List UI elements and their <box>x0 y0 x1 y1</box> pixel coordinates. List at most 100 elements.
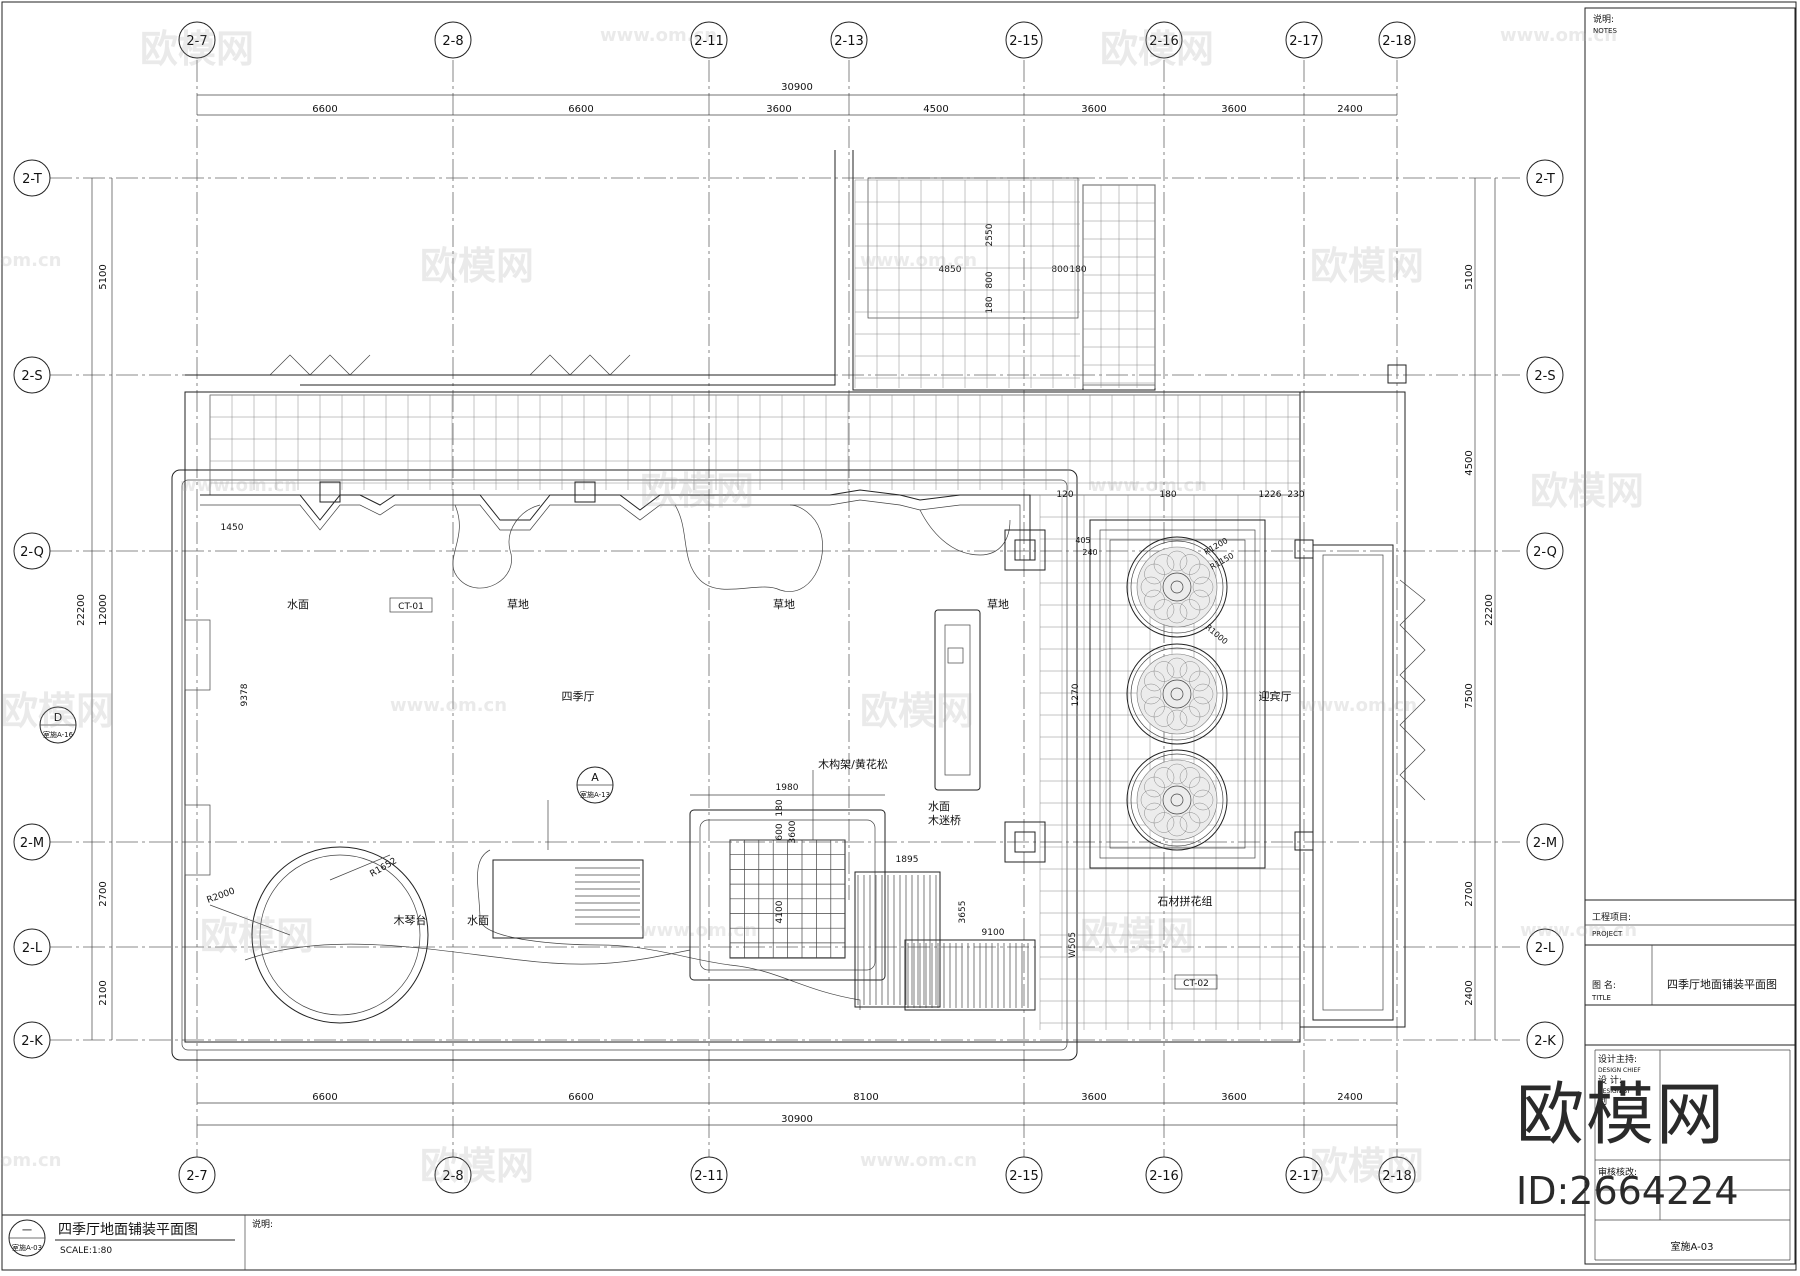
grid-bubble-bottom-2-15: 2-15 <box>1005 1156 1043 1194</box>
dim-r1000: R1000 <box>1204 623 1230 647</box>
grid-bubble-right-2-Q: 2-Q <box>1526 532 1564 570</box>
grid-bubble-left-2-S-label: 2-S <box>21 369 42 384</box>
dim-600: 180 <box>775 799 785 816</box>
mosaic-medallion-1 <box>1126 536 1228 638</box>
tb-project: 工程项目: <box>1592 912 1631 923</box>
label-lawn-1: 草地 <box>507 598 529 611</box>
callout-d-letter: D <box>54 711 62 724</box>
dim-top-total: 30900 <box>781 82 813 93</box>
dim-2550: 2550 <box>985 223 995 246</box>
grid-bubble-left-2-T-label: 2-T <box>22 172 42 187</box>
tb-design-director: 设计主持: <box>1598 1053 1637 1065</box>
grid-bubble-left-2-M-label: 2-M <box>20 836 44 851</box>
dim-1980: 3655 <box>958 901 968 924</box>
label-piano-stage: 木琴台 <box>394 913 427 927</box>
grid-bubble-bottom-2-17-label: 2-17 <box>1289 1169 1319 1184</box>
grid-bubble-left-2-L: 2-L <box>13 928 51 966</box>
title-block-text: 说明: NOTES 工程项目: PROJECT 图 名: TITLE 四季厅地面… <box>1591 13 1777 1253</box>
footer-badge-ref: 室施A-03 <box>12 1243 42 1252</box>
grid-bubble-bottom-2-11: 2-11 <box>690 1156 728 1194</box>
area-labels: 水面 CT-01 草地 草地 草地 四季厅 木构架/黄花松 水面 木迷桥 水面 … <box>287 597 1292 990</box>
dim-left-1: 2700 <box>98 881 109 906</box>
dim-180b: 180 <box>985 296 995 313</box>
dim-right-1: 4500 <box>1464 450 1475 475</box>
grid-bubble-top-2-13: 2-13 <box>830 21 868 59</box>
dim-top-6: 2400 <box>1337 104 1362 115</box>
dim-1450: 1450 <box>221 523 244 533</box>
dim-bottom-3: 3600 <box>1081 1092 1106 1103</box>
grid-bubble-bottom-2-16: 2-16 <box>1145 1156 1183 1194</box>
grid-bubble-right-2-T-label: 2-T <box>1535 172 1555 187</box>
dim-bottom-0: 6600 <box>312 1092 337 1103</box>
dim-right-4: 2400 <box>1464 980 1475 1005</box>
grid-bubble-top-2-7: 2-7 <box>178 21 216 59</box>
grid-bubble-left-2-L-label: 2-L <box>22 941 43 956</box>
dim-right-total: 22200 <box>1484 594 1495 626</box>
dim-right-2: 7500 <box>1464 683 1475 708</box>
columns <box>184 364 1407 876</box>
dim-top-3: 4500 <box>923 104 948 115</box>
dim-120: 240 <box>1082 548 1097 557</box>
label-four-seasons-hall: 四季厅 <box>562 690 595 703</box>
callout-d: D 室施A-16 <box>39 706 77 744</box>
grid-bubble-top-2-18: 2-18 <box>1378 21 1416 59</box>
dim-4850: 4850 <box>939 265 962 275</box>
dim-top-4: 3600 <box>1081 104 1106 115</box>
dim-r1150: R1150 <box>1209 551 1236 572</box>
grid-bubble-left-2-K-label: 2-K <box>21 1034 43 1049</box>
dim-top-5: 3600 <box>1221 104 1246 115</box>
tb-sheet-no: 室施A-03 <box>1671 1240 1714 1253</box>
label-lawn-2: 草地 <box>773 598 795 611</box>
dim-left-total: 22200 <box>76 594 87 626</box>
upper-wing: 2550 4850 800 180 180 800 <box>300 150 1156 391</box>
logo-brand: 欧模网 <box>1516 1076 1727 1155</box>
tb-checked: 审核核改: <box>1598 1166 1637 1178</box>
grid-bubble-right-2-Q-label: 2-Q <box>1533 545 1557 560</box>
drawing-title-footer: 一 室施A-03 四季厅地面铺装平面图 SCALE:1:80 说明: <box>8 1215 273 1270</box>
grid-bubble-bottom-2-8-label: 2-8 <box>442 1169 463 1184</box>
label-wood-frame: 木构架/黄花松 <box>818 757 888 771</box>
dim-800: 800 <box>1051 265 1068 275</box>
piano-stage: R1652 R2000 木琴台 <box>206 846 429 1024</box>
grid-bubble-bottom-2-7-label: 2-7 <box>186 1169 207 1184</box>
tb-design-director-en: DESIGN CHIEF <box>1598 1067 1641 1074</box>
top-dimensions: 30900 6600 6600 3600 4500 3600 3600 2400 <box>197 82 1397 116</box>
grid-bubble-top-2-15: 2-15 <box>1005 21 1043 59</box>
footer-notes: 说明: <box>252 1218 273 1230</box>
dim-1226: 120 <box>1056 490 1073 500</box>
dim-405: 600 <box>775 823 785 840</box>
water-channel-outline <box>200 489 1031 1010</box>
dim-right-0: 5100 <box>1464 264 1475 289</box>
label-ct02: CT-02 <box>1183 979 1209 989</box>
grid-bubble-bottom-2-18-label: 2-18 <box>1382 1169 1412 1184</box>
dim-4900: 1980 <box>776 783 799 793</box>
dim-2505: 1895 <box>896 855 919 865</box>
dim-bottom-4: 3600 <box>1221 1092 1246 1103</box>
dim-9100: 1270 <box>1071 683 1081 706</box>
grid-bubble-top-2-16-label: 2-16 <box>1149 34 1179 49</box>
grid-bubble-right-2-M: 2-M <box>1526 823 1564 861</box>
callout-a-letter: A <box>591 771 599 784</box>
title-block-lines <box>1585 899 1795 1261</box>
right-dimensions: 22200 5100 4500 7500 2700 2400 <box>1464 178 1496 1040</box>
tb-designer-en: DESIGN BY <box>1598 1088 1631 1095</box>
grid-bubble-bottom-2-15-label: 2-15 <box>1009 1169 1039 1184</box>
tb-notes: 说明: <box>1593 13 1614 25</box>
dim-bottom-total: 30900 <box>781 1114 813 1125</box>
logo-id: ID:2664224 <box>1516 1169 1739 1213</box>
dim-3655: 4100 <box>775 900 785 923</box>
dim-top-0: 6600 <box>312 104 337 115</box>
mosaic-medallion-3 <box>1126 749 1228 851</box>
grid-bubble-right-2-K-label: 2-K <box>1534 1034 1556 1049</box>
grid-bubble-top-2-15-label: 2-15 <box>1009 34 1039 49</box>
title-block-frame <box>1584 7 1796 1265</box>
grid-bubble-right-2-S: 2-S <box>1526 356 1564 394</box>
dim-left-inner: 12000 <box>98 594 109 626</box>
grid-bubble-bottom-2-11-label: 2-11 <box>694 1169 724 1184</box>
dim-230: 405 <box>1075 536 1090 545</box>
grid-bubble-top-2-11-label: 2-11 <box>694 34 724 49</box>
